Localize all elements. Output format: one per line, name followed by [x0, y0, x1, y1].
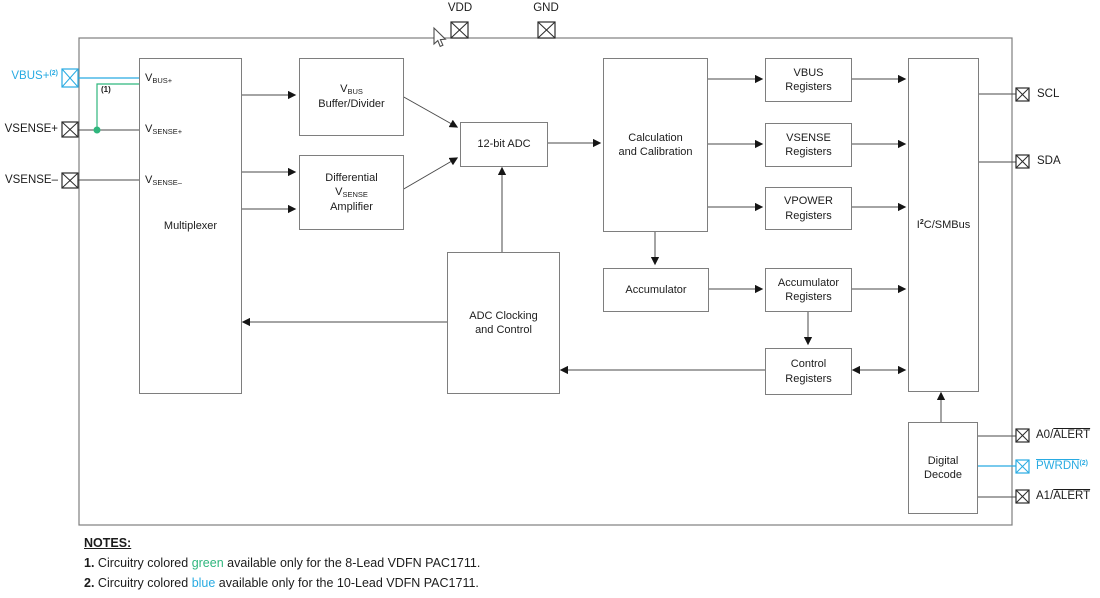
vsense-minus-pin-label: VSENSE–: [4, 174, 58, 186]
a1-alert-pin-label: A1/ALERT: [1036, 490, 1091, 502]
accumulator-label: Accumulator: [625, 283, 687, 296]
vdd-pin-icon: [450, 21, 469, 39]
vbus-plus-pin-icon: [61, 68, 79, 88]
notes-heading: NOTES:: [84, 536, 132, 550]
sda-pin-icon: [1015, 154, 1030, 169]
adc-clocking-line2: and Control: [475, 324, 532, 336]
vbus-registers-line2: Registers: [785, 81, 832, 93]
vbus-buffer-line1: VBUS: [340, 83, 363, 97]
a0-alert-pin-icon: [1015, 428, 1030, 443]
vpower-registers-line2: Registers: [785, 209, 832, 222]
digital-decode-line2: Decode: [924, 469, 962, 481]
calculation-calibration-block: Calculation and Calibration: [603, 58, 708, 232]
multiplexer-block: Multiplexer: [139, 58, 242, 394]
vsense-minus-pin-icon: [61, 172, 79, 189]
pwrdn-pin-icon: [1015, 459, 1030, 474]
a0-alert-pin-label: A0/ALERT: [1036, 429, 1091, 441]
mouse-cursor-icon: [433, 26, 447, 48]
gnd-pin-icon: [537, 21, 556, 39]
green-wire-note-ref: (1): [101, 85, 111, 94]
i2c-smbus-block: I2C/SMBus: [908, 58, 979, 392]
vpower-registers-line1: VPOWER: [784, 195, 833, 208]
vsense-plus-pin-icon: [61, 121, 79, 138]
accumulator-registers-block: Accumulator Registers: [765, 268, 852, 312]
vbus-buffer-divider-block: VBUS Buffer/Divider: [299, 58, 404, 136]
adc-clocking-line1: ADC Clocking: [469, 309, 538, 322]
calc-line1: Calculation: [628, 131, 683, 144]
vbus-plus-pin-label: VBUS+(2): [11, 70, 58, 82]
wire-diff-amp-to-adc: [401, 157, 459, 191]
control-registers-block: Control Registers: [765, 348, 852, 395]
calc-line2: and Calibration: [618, 146, 693, 158]
vpower-registers-block: VPOWER Registers: [765, 187, 852, 230]
mux-input-vsense-minus-label: VSENSE–: [145, 174, 182, 187]
i2c-smbus-label: I2C/SMBus: [916, 218, 971, 231]
mux-input-vbus-label: VBUS+: [145, 72, 173, 85]
control-registers-line1: Control: [790, 358, 827, 371]
accumulator-block: Accumulator: [603, 268, 709, 312]
scl-pin-label: SCL: [1037, 88, 1060, 100]
accum-registers-line2: Registers: [785, 291, 832, 303]
digital-decode-block: Digital Decode: [908, 422, 978, 514]
vbus-registers-line1: VBUS: [793, 66, 824, 79]
adc-label: 12-bit ADC: [477, 138, 531, 151]
vbus-registers-block: VBUS Registers: [765, 58, 852, 102]
diff-amp-line3: Amplifier: [330, 200, 373, 213]
a1-alert-pin-icon: [1015, 489, 1030, 504]
scl-pin-icon: [1015, 87, 1030, 102]
vsense-registers-line2: Registers: [785, 146, 832, 158]
mux-input-vsense-plus-label: VSENSE+: [145, 123, 183, 136]
note-2: 2. Circuitry colored blue available only…: [84, 576, 479, 590]
adc-clocking-control-block: ADC Clocking and Control: [447, 252, 560, 394]
gnd-pin-label: GND: [533, 2, 559, 14]
control-registers-line2: Registers: [785, 372, 832, 385]
multiplexer-label: Multiplexer: [163, 219, 218, 232]
note-1: 1. Circuitry colored green available onl…: [84, 556, 481, 570]
digital-decode-line1: Digital: [927, 454, 959, 467]
pwrdn-pin-label: PWRDN(2): [1036, 460, 1089, 472]
green-junction-dot: [93, 126, 101, 134]
vsense-plus-pin-label: VSENSE+: [4, 123, 58, 135]
vbus-buffer-line2: Buffer/Divider: [318, 98, 385, 111]
vsense-registers-block: VSENSE Registers: [765, 123, 852, 167]
accum-registers-line1: Accumulator: [777, 276, 840, 289]
diff-amp-line1: Differential: [325, 171, 378, 184]
differential-vsense-amplifier-block: Differential VSENSE Amplifier: [299, 155, 404, 230]
sda-pin-label: SDA: [1037, 155, 1061, 167]
vsense-registers-line1: VSENSE: [786, 131, 831, 144]
adc-block: 12-bit ADC: [460, 122, 548, 167]
diff-amp-line2: VSENSE: [335, 186, 368, 200]
wire-green-vsense-tie: [96, 83, 139, 130]
vdd-pin-label: VDD: [447, 2, 473, 14]
wire-vbus-buffer-to-adc: [401, 95, 459, 128]
